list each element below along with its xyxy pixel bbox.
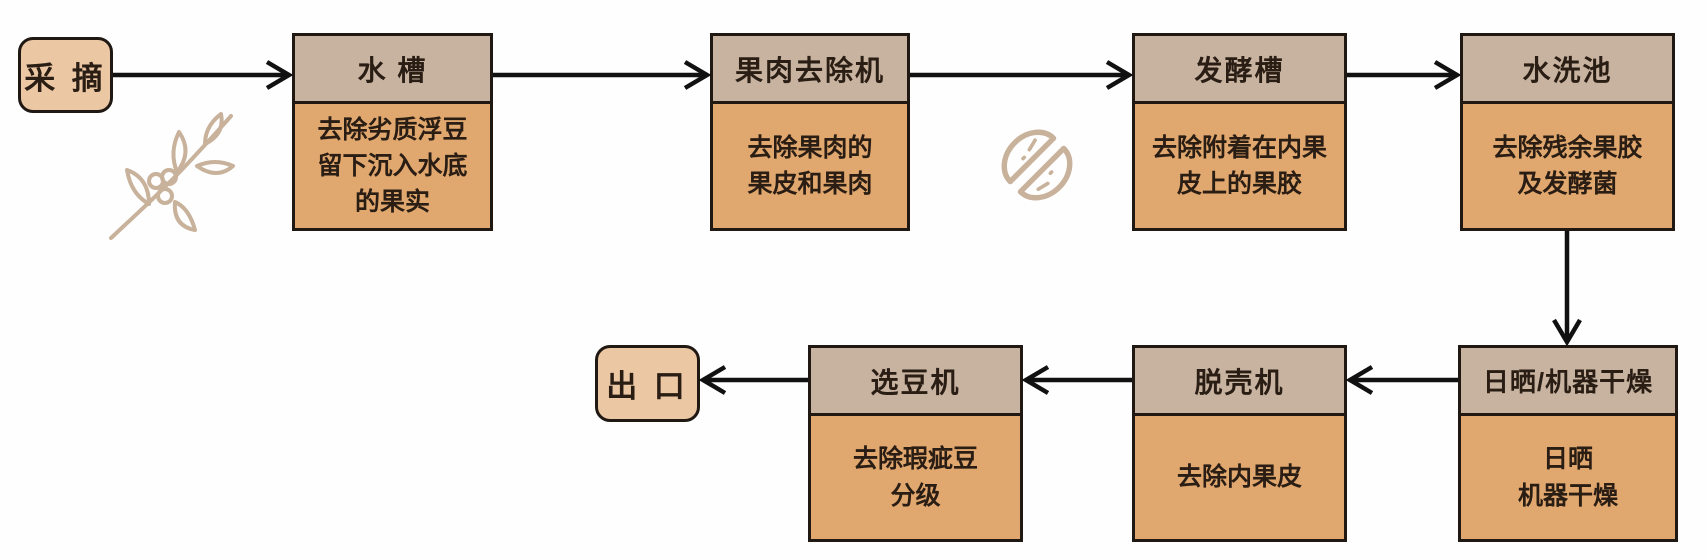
arrow-bean-sorter-to-export-head [698,365,727,395]
node-drying: 日晒/机器干燥 日晒 机器干燥 [1458,345,1678,542]
arrow-fermentation-tank-to-washing-pool-head [1433,60,1462,90]
node-picking: 采 摘 [18,37,113,113]
arrow-drying-to-hulling-machine-head [1345,365,1374,395]
node-washing-pool-title: 水洗池 [1463,36,1672,104]
node-hulling-machine-title: 脱壳机 [1135,348,1344,416]
node-drying-desc: 日晒 机器干燥 [1517,445,1618,510]
node-fermentation-tank-desc: 去除附着在内果 皮上的果胶 [1151,133,1327,198]
node-hulling-machine: 脱壳机 去除内果皮 [1132,345,1347,542]
node-bean-sorter: 选豆机 去除瑕疵豆 分级 [808,345,1023,542]
coffee-branch-icon [103,108,241,246]
node-washing-pool-desc: 去除残余果胶 及发酵菌 [1492,133,1643,198]
node-bean-sorter-desc: 去除瑕疵豆 分级 [852,445,978,510]
arrow-water-tank-to-pulp-remover-head [683,60,712,90]
node-pulp-remover: 果肉去除机 去除果肉的 果皮和果肉 [710,33,910,231]
node-export: 出 口 [595,345,700,422]
node-export-label: 出 口 [606,369,689,404]
node-pulp-remover-title: 果肉去除机 [713,36,907,104]
node-fermentation-tank: 发酵槽 去除附着在内果 皮上的果胶 [1132,33,1347,231]
node-hulling-machine-desc: 去除内果皮 [1176,463,1302,492]
arrow-picking-to-water-tank-head [265,60,294,90]
node-bean-sorter-title: 选豆机 [811,348,1020,416]
arrow-washing-pool-to-drying-head [1552,318,1582,347]
node-drying-title: 日晒/机器干燥 [1461,348,1675,416]
node-picking-label: 采 摘 [24,60,107,96]
arrow-hulling-machine-to-bean-sorter-head [1021,365,1050,395]
node-pulp-remover-desc: 去除果肉的 果皮和果肉 [747,133,873,198]
node-water-tank-desc: 去除劣质浮豆 留下沉入水底 的果实 [317,115,468,217]
node-water-tank-title: 水 槽 [295,36,490,104]
node-water-tank: 水 槽 去除劣质浮豆 留下沉入水底 的果实 [292,33,493,231]
node-washing-pool: 水洗池 去除残余果胶 及发酵菌 [1460,33,1675,231]
arrow-pulp-remover-to-fermentation-tank-head [1105,60,1134,90]
node-fermentation-tank-title: 发酵槽 [1135,36,1344,104]
coffee-bean-icon [992,120,1082,210]
